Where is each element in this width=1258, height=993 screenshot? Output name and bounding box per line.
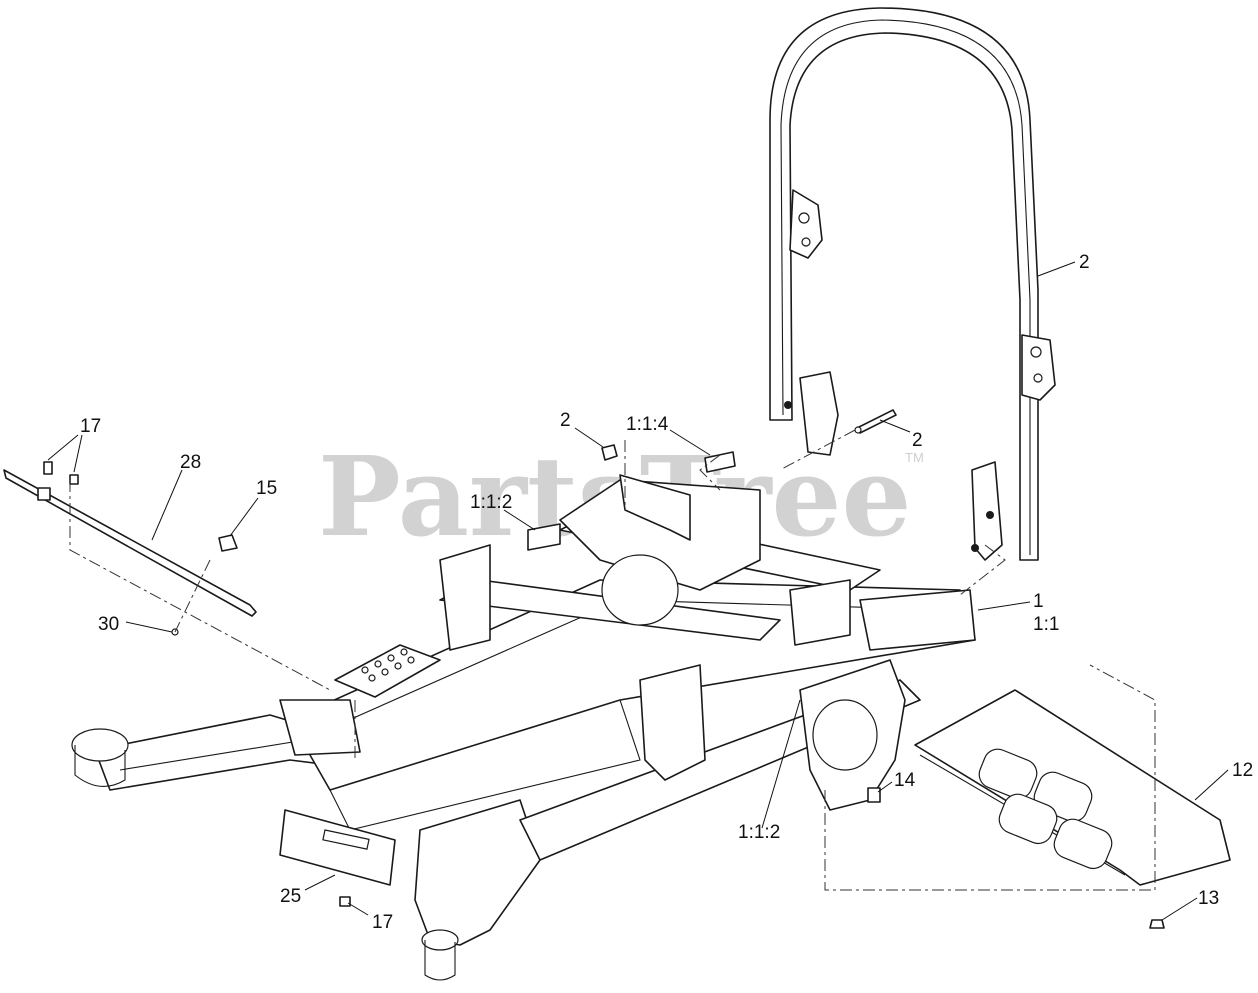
main-frame xyxy=(71,474,976,981)
screw-13 xyxy=(1149,919,1165,929)
watermark-trademark: TM xyxy=(905,450,924,465)
control-rod xyxy=(3,469,257,617)
phantom-lines xyxy=(69,429,1156,891)
callout-1-1-2-bottom: 1:1:2 xyxy=(738,822,780,843)
callout-1-1-4: 1:1:4 xyxy=(626,414,669,435)
callout-17-top: 17 xyxy=(80,416,101,437)
callout-28: 28 xyxy=(180,452,201,473)
step-plate-holes xyxy=(361,648,415,682)
callout-1: 1 xyxy=(1033,591,1044,612)
callout-13: 13 xyxy=(1198,888,1219,909)
bolt-17-top xyxy=(43,461,79,485)
callout-14: 14 xyxy=(894,770,916,791)
decal-1-1-2-top xyxy=(527,523,561,551)
callout-labels: 17 28 15 30 2 1:1:4 1:1:2 2 2 1 1:1 1:1:… xyxy=(80,252,1253,933)
callout-17-bottom: 17 xyxy=(372,912,393,933)
callout-15: 15 xyxy=(256,478,277,499)
nut xyxy=(601,444,618,461)
pin-bolt xyxy=(854,409,897,434)
callout-1-1-2-top: 1:1:2 xyxy=(470,492,512,513)
callout-2-pin: 2 xyxy=(912,430,923,451)
bushing xyxy=(218,534,238,552)
callout-2-nut: 2 xyxy=(560,410,571,431)
callout-30: 30 xyxy=(98,614,119,635)
callout-1-1: 1:1 xyxy=(1033,614,1059,635)
front-bumper xyxy=(279,809,396,886)
decal-1-1-4 xyxy=(704,451,736,473)
callout-12: 12 xyxy=(1232,760,1253,781)
floor-pan xyxy=(914,689,1231,886)
callout-2-roll-bar: 2 xyxy=(1079,252,1090,273)
callout-25: 25 xyxy=(280,886,301,907)
screw-17-bottom xyxy=(339,896,351,907)
roll-bar xyxy=(769,7,1056,561)
screw-14 xyxy=(867,787,881,803)
leader-lines xyxy=(47,261,1229,921)
